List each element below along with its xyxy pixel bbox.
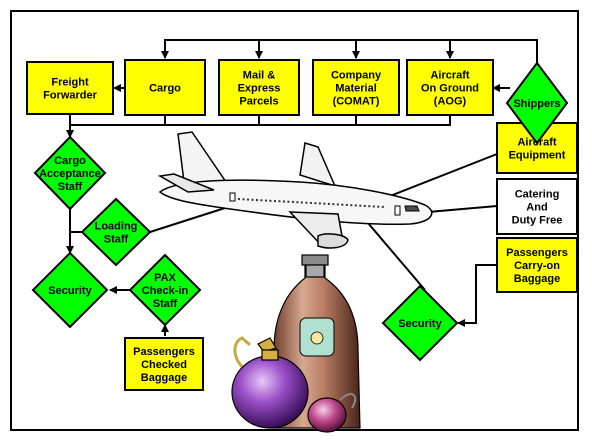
cargo-acceptance-staff-diamond-label-line: Acceptance [39,168,101,180]
connector-lines [66,39,538,336]
passengers-checked-baggage-box-shape [124,337,204,391]
diamonds-layer: ShippersCargoAcceptanceStaffLoadingStaff… [31,61,569,362]
mail-express-parcels-box-label-line: Mail & [243,69,275,81]
catering-duty-free-box-label-line: Duty Free [512,214,563,226]
company-material-box-shape [312,59,400,116]
shippers-diamond-label-line: Shippers [513,98,560,110]
cargo-box-label-line: Cargo [149,82,181,94]
pax-check-in-staff-diamond-label-line: PAX [154,272,176,284]
company-material-box-label-line: Material [335,82,377,94]
passengers-checked-baggage-box-label-line: Checked [141,359,187,371]
company-material-box-label-line: Company [331,69,382,81]
security-diamond-right-label-line: Security [398,318,442,330]
loading-staff-diamond-label-line: Loading [95,220,138,232]
pax-check-in-staff-diamond-label-line: Check-in [142,285,189,297]
perfume-bottles-illustration [231,254,361,433]
passengers-carry-on-baggage-box-label-line: Carry-on [514,260,560,272]
mail-express-parcels-box-shape [218,59,300,116]
security-diamond-right: Security [381,284,459,362]
passengers-carry-on-baggage-box-shape [496,237,578,293]
cargo-acceptance-staff-diamond-label-line: Cargo [54,155,86,167]
security-diamond-left-shape [31,251,109,329]
pax-check-in-staff-diamond-label-line: Staff [153,298,178,310]
passengers-carry-on-baggage-box-label-line: Baggage [514,273,560,285]
aircraft-equipment-box-label-line: Equipment [509,149,566,161]
shippers-diamond-shape [505,61,569,145]
catering-duty-free-box-label-line: And [526,201,547,213]
passengers-checked-baggage-box-label-line: Baggage [141,372,187,384]
catering-duty-free-box-label-line: Catering [515,188,560,200]
aircraft-on-ground-box-shape [406,59,494,116]
mail-express-parcels-box-label-line: Express [238,82,281,94]
aircraft-on-ground-box-label-line: (AOG) [434,95,467,107]
freight-forwarder-box-label-line: Freight [51,76,89,88]
shippers-diamond: Shippers [505,61,569,145]
security-diamond-left: Security [31,251,109,329]
mail-express-parcels-box-label-line: Parcels [239,95,278,107]
aircraft-illustration [157,131,433,249]
aircraft-on-ground-box-label-line: Aircraft [430,69,469,81]
passengers-carry-on-baggage-box-label-line: Passengers [506,247,568,259]
passengers-checked-baggage-box-label-line: Passengers [133,346,195,358]
loading-staff-diamond-shape [80,197,152,267]
company-material-box-label-line: (COMAT) [333,95,380,107]
security-diamond-right-shape [381,284,459,362]
catering-duty-free-box-shape [496,178,578,235]
cargo-box-shape [124,59,206,116]
freight-forwarder-box-shape [26,61,114,115]
pax-check-in-staff-diamond-shape [128,253,202,327]
cargo-acceptance-staff-diamond-label-line: Staff [58,181,83,193]
security-diamond-left-label-line: Security [48,285,92,297]
aircraft-on-ground-box-label-line: On Ground [421,82,479,94]
cargo-acceptance-staff-diamond-shape [33,135,107,211]
freight-forwarder-box-label-line: Forwarder [43,89,98,101]
loading-staff-diamond-label-line: Staff [104,233,129,245]
cargo-box: Cargo [124,59,206,116]
